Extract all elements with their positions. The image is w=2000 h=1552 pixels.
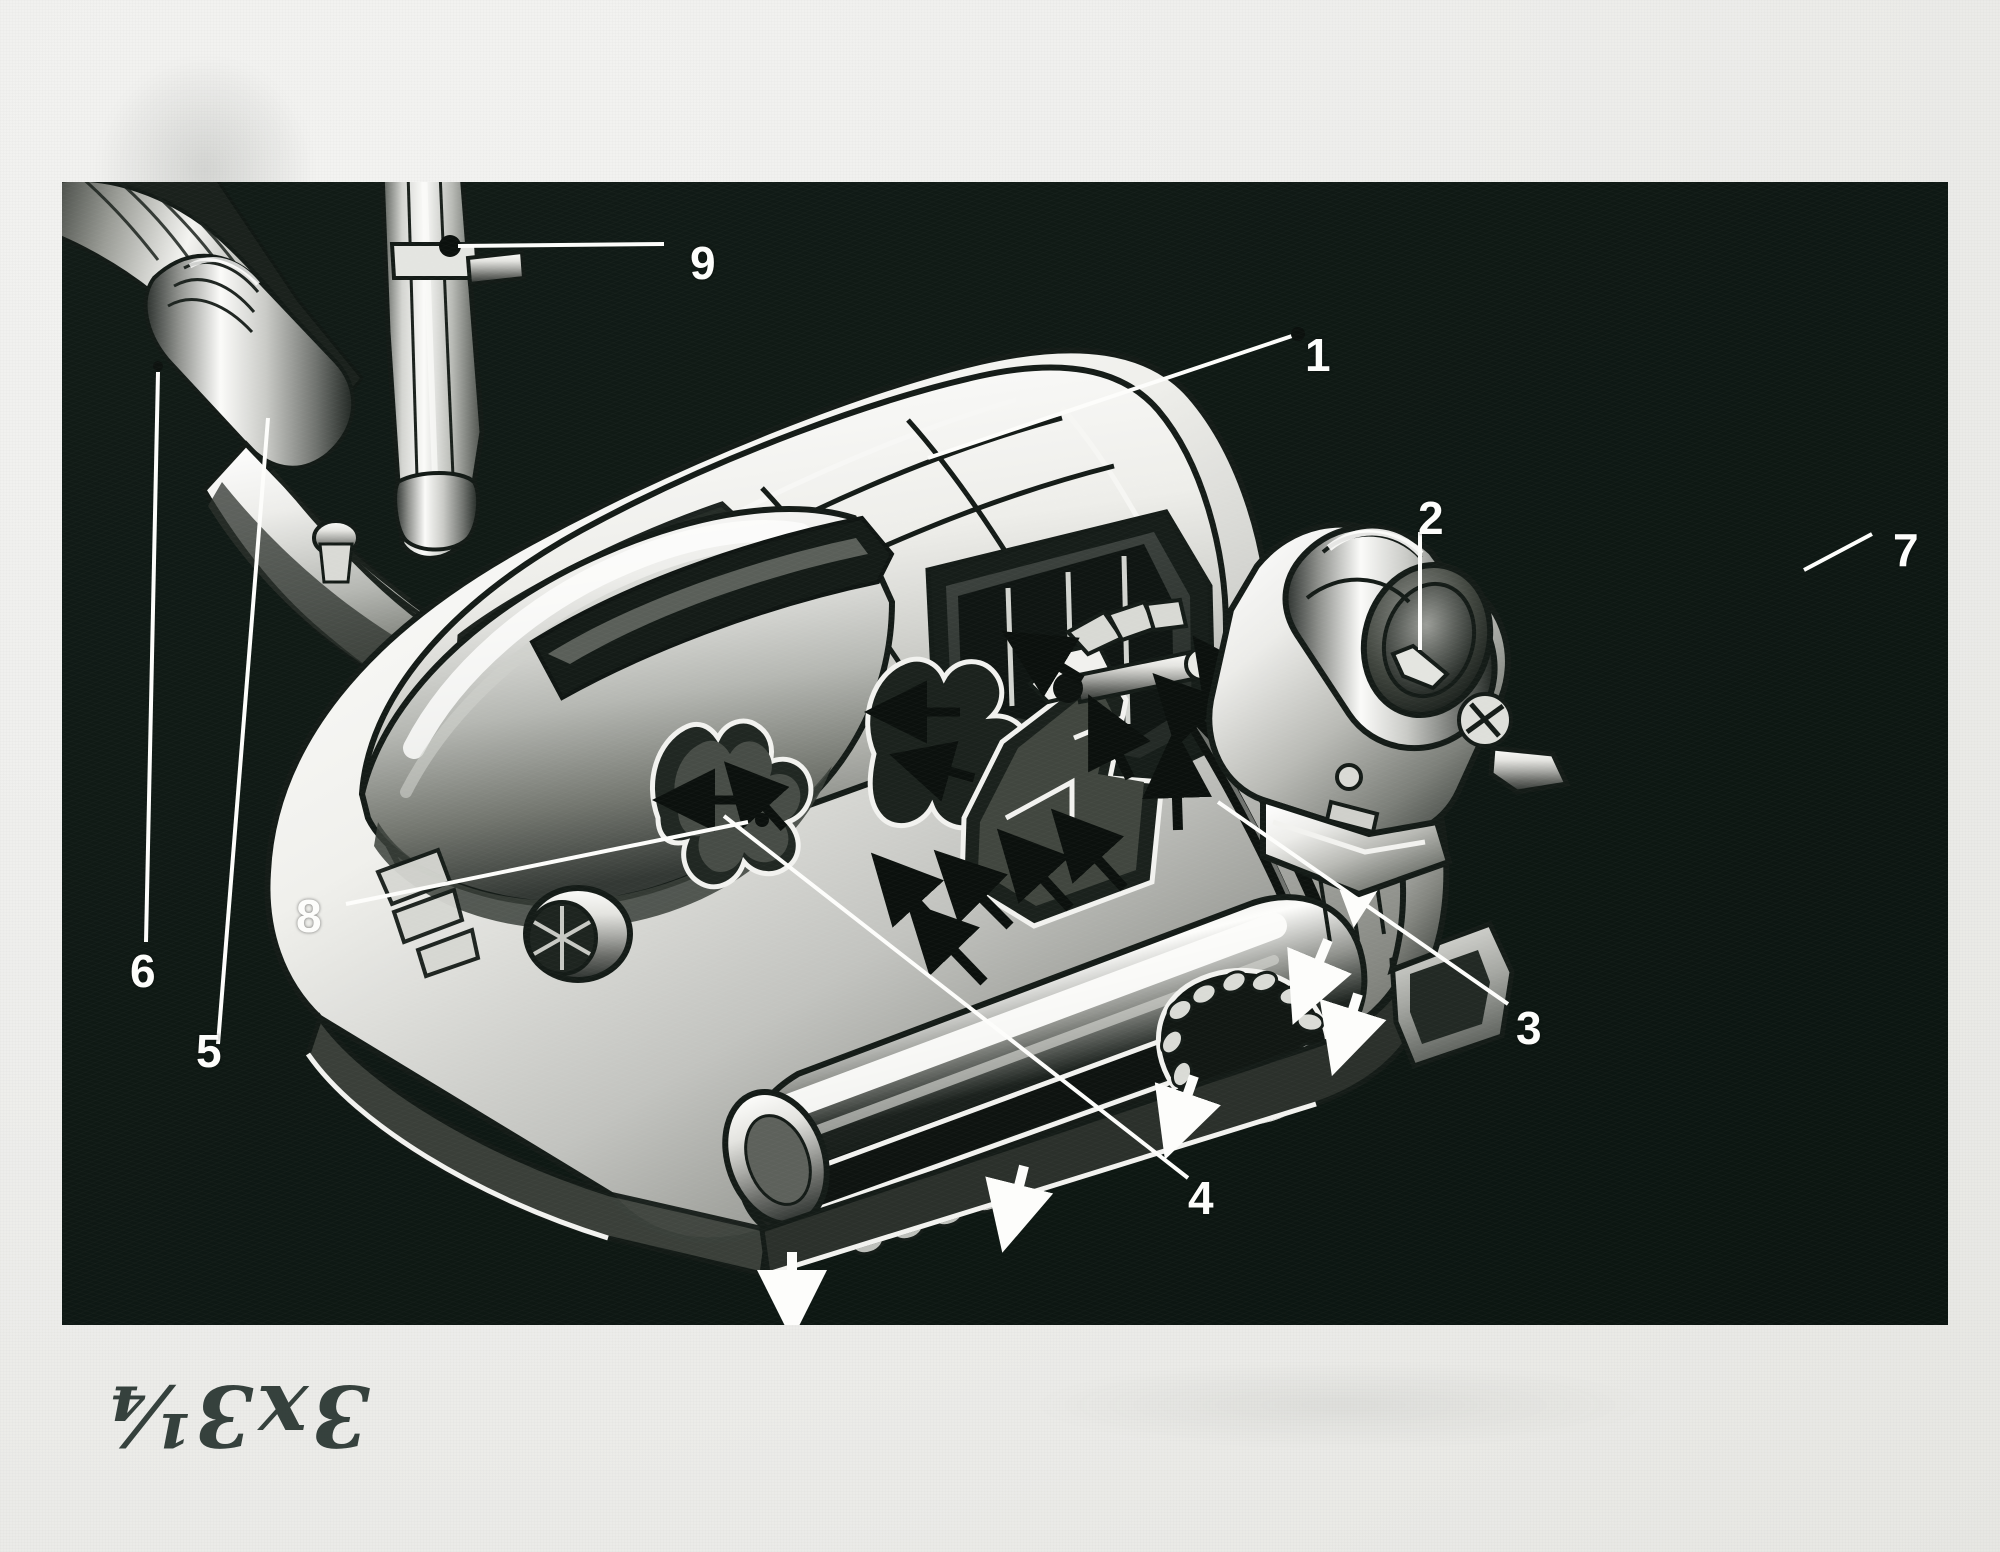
callout-leader-lines [144, 242, 1873, 1180]
callout-5: 5 [196, 1025, 222, 1077]
callout-4: 4 [1188, 1172, 1214, 1224]
callout-leader-dots [1291, 327, 1305, 341]
cutaway-illustration [62, 182, 1948, 1325]
nozzle-roller-wheel [523, 885, 633, 983]
callout-1: 1 [1305, 329, 1331, 381]
left-fan-vanes [375, 847, 481, 979]
detachable-end-cap [1206, 521, 1571, 898]
callout-9: 9 [690, 237, 716, 289]
duct-cutaway-opening [649, 718, 814, 890]
press-photo-image [62, 182, 1948, 1325]
callout-7: 7 [1893, 524, 1919, 576]
callout-3: 3 [1516, 1002, 1542, 1054]
wand-tube [379, 182, 527, 561]
callout-8: 8 [296, 890, 322, 942]
callout-6: 6 [130, 945, 156, 997]
callout-2: 2 [1418, 492, 1444, 544]
pencil-annotation: 3x3¼ [99, 1366, 371, 1466]
